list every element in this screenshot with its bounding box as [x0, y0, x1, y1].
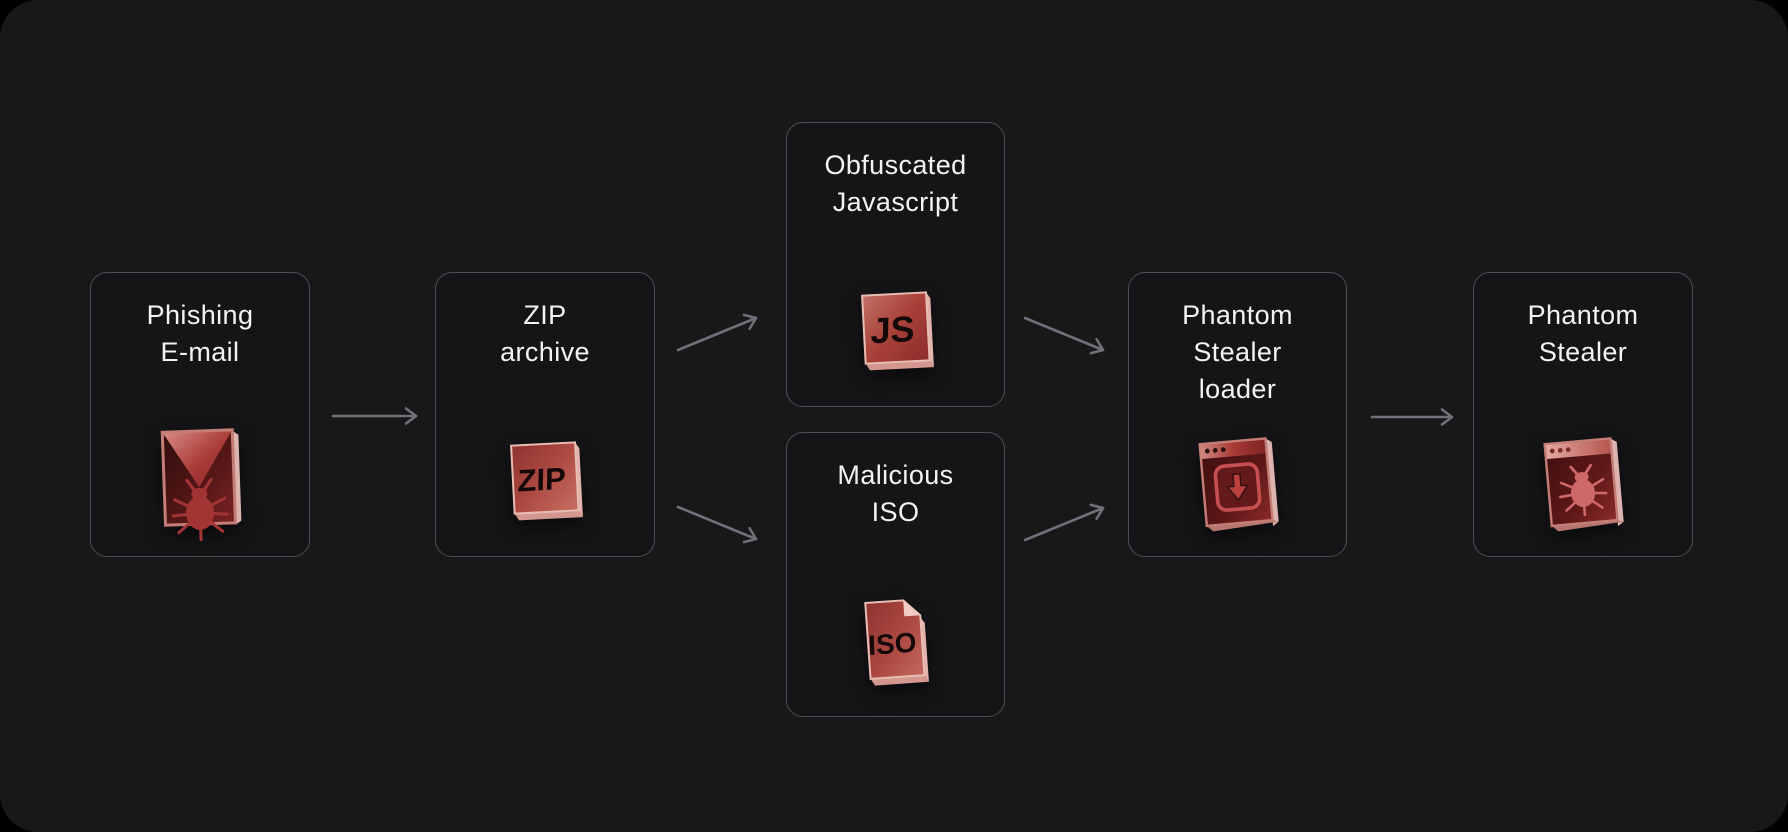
node-phantom-stealer: Phantom Stealer [1473, 272, 1693, 557]
node-label: Malicious ISO [837, 460, 954, 527]
node-label: Phishing E-mail [146, 300, 254, 367]
node-label: Obfuscated Javascript [824, 150, 967, 217]
bug-window-icon [1474, 421, 1692, 541]
iso-file-icon: ISO [787, 581, 1004, 701]
download-window-icon [1129, 421, 1346, 541]
svg-text:ISO: ISO [867, 627, 916, 661]
node-label: Phantom Stealer [1527, 300, 1639, 367]
node-label: Phantom Stealer loader [1182, 300, 1293, 404]
node-zip-archive: ZIP archive ZIP [435, 272, 655, 557]
js-badge-icon: JS [787, 271, 1004, 391]
zip-badge-icon: ZIP [436, 421, 654, 541]
node-phantom-stealer-loader: Phantom Stealer loader [1128, 272, 1347, 557]
node-label: ZIP archive [500, 300, 590, 367]
node-obfuscated-javascript: Obfuscated Javascript JS [786, 122, 1005, 407]
svg-text:JS: JS [870, 308, 915, 351]
envelope-bug-icon [91, 421, 309, 541]
node-malicious-iso: Malicious ISO ISO [786, 432, 1005, 717]
node-phishing-email: Phishing E-mail [90, 272, 310, 557]
svg-text:ZIP: ZIP [517, 461, 566, 499]
